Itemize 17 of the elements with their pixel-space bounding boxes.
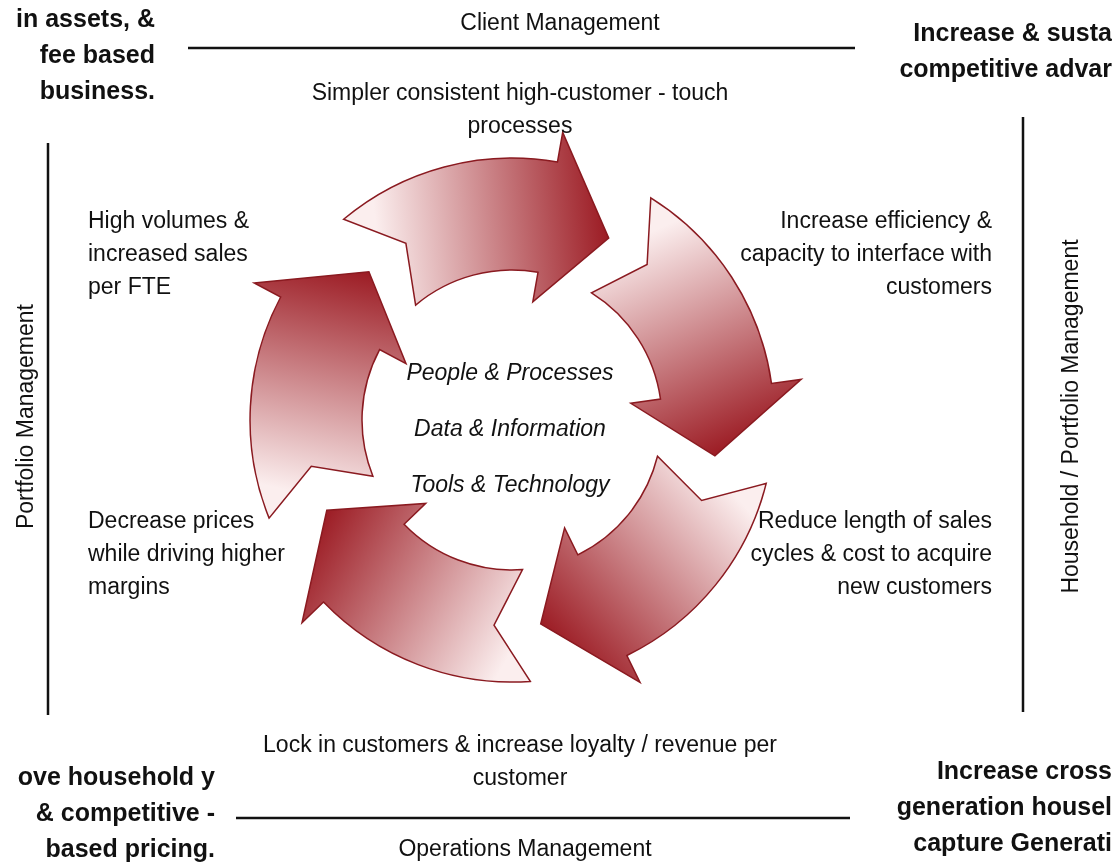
step-text: Decrease prices while driving higher margins — [88, 506, 286, 601]
step-text: Simpler consistent high-customer - touch processes — [310, 78, 730, 140]
section-label: Client Management — [459, 8, 661, 37]
section-label: Household / Portfolio Management — [1055, 238, 1084, 596]
step-text: High volumes & increased sales per FTE — [88, 206, 251, 301]
step-text: Lock in customers & increase loyalty / revenue per customer — [262, 730, 778, 792]
step-text: Increase efficiency & capacity to interface with customers — [740, 206, 992, 301]
section-label: Portfolio Management — [10, 303, 39, 531]
step-text: Reduce length of sales cycles & cost to acquire new customers — [749, 506, 992, 601]
heading-text: Increase cross generation housel capture Generati — [895, 755, 1112, 858]
core-text: Data & Information — [413, 414, 607, 443]
heading-text: in assets, & fee based business. — [15, 3, 155, 106]
core-text: People & Processes — [405, 358, 615, 387]
heading-text: Increase & susta competitive advar — [898, 17, 1112, 84]
section-label: Operations Management — [397, 834, 653, 863]
core-text: Tools & Technology — [409, 470, 612, 499]
heading-text: ove household y & competitive -based pricing. — [16, 761, 215, 864]
